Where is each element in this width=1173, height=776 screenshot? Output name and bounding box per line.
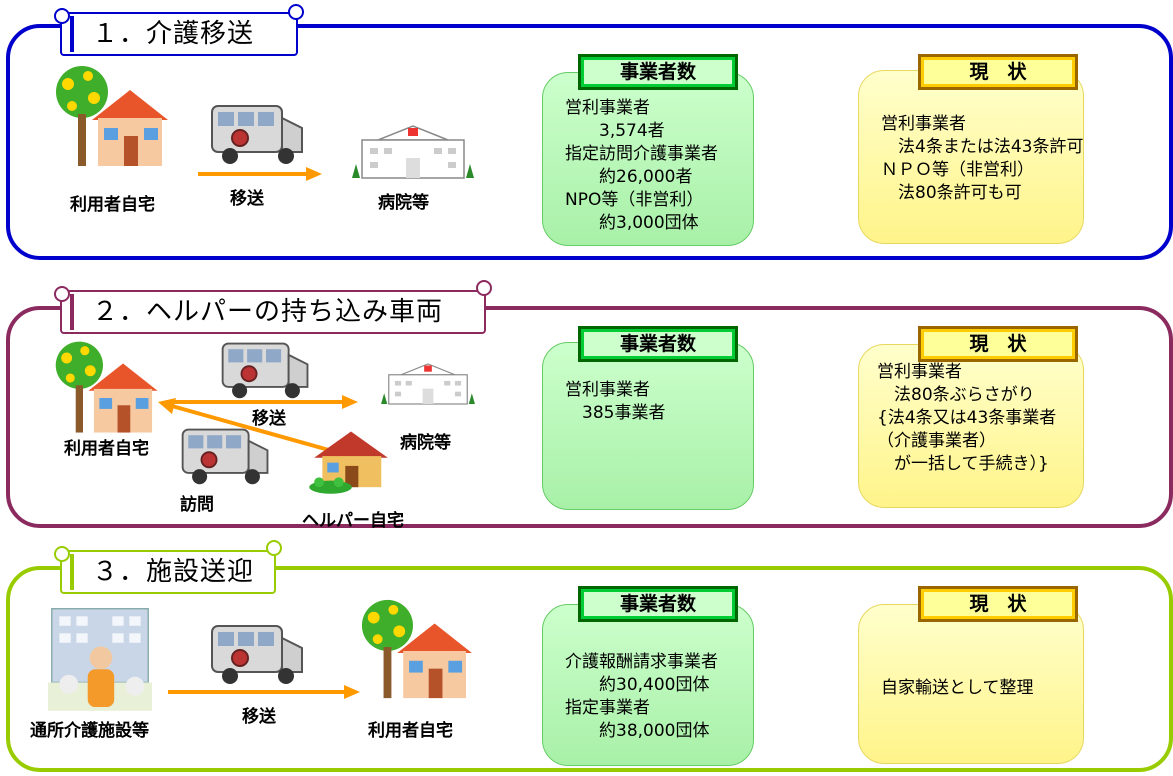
provider-count-box: 営利事業者 385事業者	[542, 342, 754, 510]
tab-curl	[54, 546, 70, 562]
section-helper-vehicle: ２．ヘルパーの持ち込み車両 利用者自宅 移送 病院等 訪問 ヘルパー自宅 営利事…	[0, 276, 1173, 532]
house-tree-icon	[354, 596, 472, 704]
helper-home-label: ヘルパー自宅	[302, 511, 404, 531]
welfare-van-icon	[208, 98, 308, 168]
welfare-van-icon	[208, 618, 308, 688]
care-facility-icon	[48, 598, 152, 714]
provider-count-box: 営利事業者 3,574者 指定訪問介護事業者 約26,000者 NPO等（非営利…	[542, 72, 754, 246]
tab-accent-bar	[70, 554, 74, 590]
status-text: 営利事業者 法80条ぶらさがり {法4条又は43条事業者 （介護事業者） が一括…	[877, 362, 1057, 474]
section-title-tab: ２．ヘルパーの持ち込み車両	[60, 290, 486, 334]
destination-label: 病院等	[378, 193, 429, 213]
status-header: 現 状	[918, 54, 1078, 90]
provider-count-header: 事業者数	[578, 586, 738, 622]
status-header: 現 状	[918, 326, 1078, 362]
provider-count-text: 介護報酬請求事業者 約30,400団体 指定事業者 約38,000団体	[565, 652, 718, 741]
status-box: 営利事業者 法4条または法43条許可 ＮＰＯ等（非営利） 法80条許可も可	[858, 70, 1084, 244]
transport-arrow	[168, 685, 360, 699]
tab-accent-bar	[70, 16, 74, 52]
arrow-label: 移送	[252, 409, 286, 429]
tab-curl	[266, 540, 282, 556]
hospital-icon	[378, 360, 478, 408]
section-title-tab: ３．施設送迎	[60, 550, 276, 594]
provider-count-text: 営利事業者 385事業者	[565, 380, 666, 423]
section-title: ２．ヘルパーの持ち込み車両	[92, 297, 444, 327]
helper-house-icon	[306, 428, 396, 494]
status-header: 現 状	[918, 586, 1078, 622]
welfare-van-icon	[178, 422, 274, 488]
status-text: 営利事業者 法4条または法43条許可 ＮＰＯ等（非営利） 法80条許可も可	[881, 114, 1084, 203]
house-tree-icon	[48, 62, 168, 172]
provider-count-box: 介護報酬請求事業者 約30,400団体 指定事業者 約38,000団体	[542, 604, 754, 766]
destination-label: 病院等	[400, 433, 451, 453]
tab-curl	[476, 280, 492, 296]
section-title: ３．施設送迎	[92, 557, 255, 587]
arrow-label: 移送	[230, 189, 264, 209]
origin-label: 通所介護施設等	[30, 721, 149, 741]
section-title-tab: １．介護移送	[60, 12, 298, 56]
return-arrow	[158, 398, 337, 454]
house-tree-icon	[48, 338, 158, 438]
provider-count-header: 事業者数	[578, 326, 738, 362]
section-facility-shuttle: ３．施設送迎 通所介護施設等 移送 利用者自宅 介護報酬請求事業者 約30,40…	[0, 536, 1173, 776]
transport-arrow	[166, 395, 358, 409]
status-box: 自家輸送として整理	[858, 604, 1084, 764]
tab-curl	[288, 4, 304, 20]
section-title: １．介護移送	[92, 19, 255, 49]
provider-count-header: 事業者数	[578, 54, 738, 90]
provider-count-text: 営利事業者 3,574者 指定訪問介護事業者 約26,000者 NPO等（非営利…	[565, 98, 718, 233]
section-frame	[6, 306, 1173, 528]
section-transport-service: １．介護移送 利用者自宅 移送 病院等 営利事業者 3,574者 指定訪問介護事…	[0, 0, 1173, 262]
origin-label: 利用者自宅	[70, 195, 155, 215]
section-frame	[6, 566, 1173, 772]
origin-label: 利用者自宅	[64, 439, 149, 459]
tab-curl	[54, 286, 70, 302]
status-box: 営利事業者 法80条ぶらさがり {法4条又は43条事業者 （介護事業者） が一括…	[858, 344, 1084, 508]
transport-arrow	[198, 167, 322, 181]
arrow-label: 移送	[242, 707, 276, 727]
status-text: 自家輸送として整理	[881, 678, 1034, 698]
destination-label: 利用者自宅	[368, 721, 453, 741]
hospital-icon	[348, 122, 478, 182]
visit-label: 訪問	[180, 495, 214, 515]
tab-curl	[54, 8, 70, 24]
section-frame	[6, 24, 1173, 260]
tab-accent-bar	[70, 294, 74, 330]
